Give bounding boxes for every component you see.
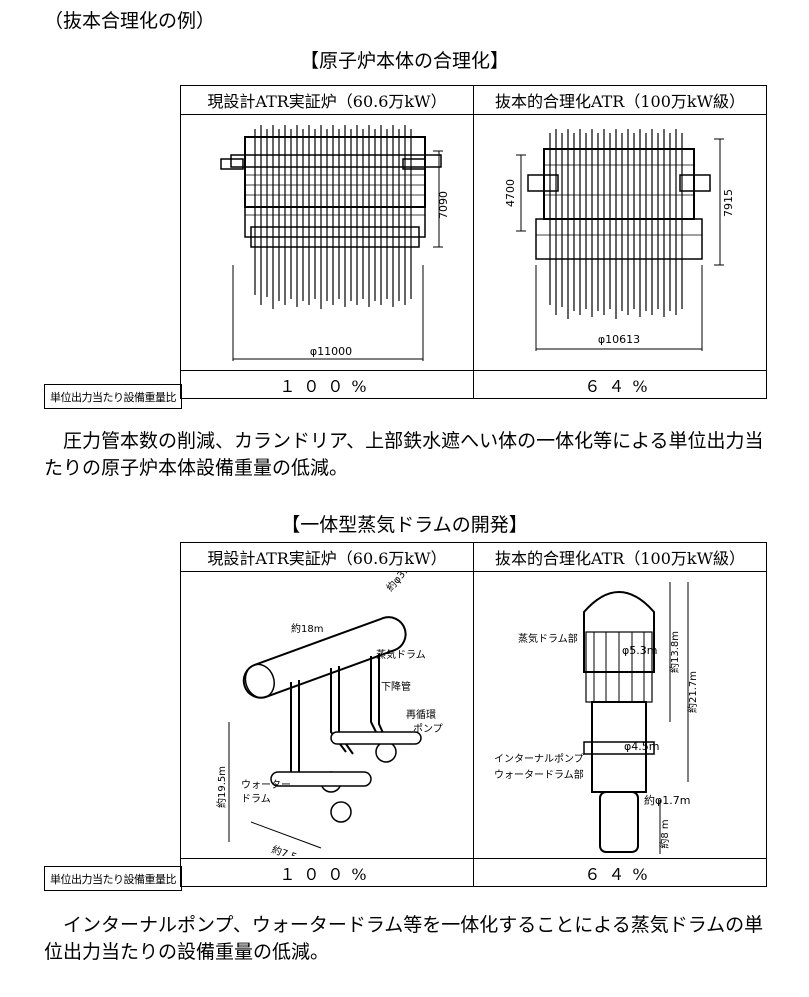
steam-drum-current-pump-label: ポンプ (413, 723, 443, 735)
steam-drum-current-width-label: 約7.5m (270, 843, 308, 856)
section2-caption: インターナルポンプ、ウォータードラム等を一体化することによる蒸気ドラムの単位出力… (44, 914, 764, 963)
steam-drum-current-diagram: 約18m 約φ3.6m 蒸気ドラム 下降管 再循環 ポンプ ウォーター ドラム … (215, 572, 443, 856)
section1-fig-right-cell: 4700 7915 φ10613 (473, 114, 767, 371)
section1-col-right-header: 抜本的合理化ATR（100万kW級） (473, 85, 767, 115)
section2-col-left-header: 現設計ATR実証炉（60.6万kW） (180, 542, 474, 572)
steam-drum-improved-diagram: 蒸気ドラム部 φ5.3m 約13.8m φ4.5m インターナルポンプ 約21.… (494, 582, 699, 854)
steam-drum-current-diameter-label: 約φ3.6m (383, 572, 420, 594)
steam-drum-improved-part-label: 蒸気ドラム部 (518, 632, 578, 645)
reactor-current-height-label: 7090 (437, 191, 450, 219)
section2-fig-left-cell: 約18m 約φ3.6m 蒸気ドラム 下降管 再循環 ポンプ ウォーター ドラム … (180, 571, 474, 859)
reactor-current-diagram: 7090 φ11000 (220, 125, 450, 361)
reactor-current-diameter-label: φ11000 (310, 345, 352, 358)
steam-drum-improved-h2-label: 約21.7m (686, 671, 699, 713)
steam-drum-current-length-label: 約18m (291, 622, 323, 635)
section2-value-left: １００% (180, 858, 474, 887)
steam-drum-improved-h3-label: 約8 m (658, 819, 671, 848)
reactor-improved-diagram: 4700 7915 φ10613 (504, 129, 735, 351)
steam-drum-improved-water-drum-label: ウォータードラム部 (494, 768, 584, 781)
section2-value-right: ６４% (473, 858, 767, 887)
section1-fig-left-cell: 7090 φ11000 (180, 114, 474, 371)
steam-drum-current-downcomer-label: 下降管 (381, 680, 411, 693)
steam-drum-current-drum-label: 蒸気ドラム (376, 648, 426, 661)
section2-fig-right-cell: 蒸気ドラム部 φ5.3m 約13.8m φ4.5m インターナルポンプ 約21.… (473, 571, 767, 859)
steam-drum-improved-d1-label: φ5.3m (622, 644, 657, 657)
steam-drum-current-drum2-label: ドラム (241, 793, 271, 805)
steam-drum-improved-d3-label: 約φ1.7m (644, 793, 690, 807)
steam-drum-improved-h1-label: 約13.8m (668, 631, 681, 673)
steam-drum-current-water-label: ウォーター (241, 779, 291, 791)
section1-col-left-header: 現設計ATR実証炉（60.6万kW） (180, 85, 474, 115)
section2-title: 【一体型蒸気ドラムの開発】 (281, 514, 528, 536)
section2-col-right-header: 抜本的合理化ATR（100万kW級） (473, 542, 767, 572)
section2-row-label: 単位出力当たり設備重量比 (44, 866, 182, 891)
section1-table: 現設計ATR実証炉（60.6万kW） 抜本的合理化ATR（100万kW級） (180, 85, 767, 399)
steam-drum-current-recirc-label: 再循環 (406, 708, 436, 721)
section1-value-left: １００% (180, 370, 474, 399)
section1-value-right: ６４% (473, 370, 767, 399)
reactor-improved-outer-height-label: 7915 (722, 189, 735, 217)
reactor-improved-inner-height-label: 4700 (504, 179, 517, 207)
section1-caption: 圧力管本数の削減、カランドリア、上部鉄水遮へい体の一体化等による単位出力当たりの… (44, 430, 764, 479)
intro-label: （抜本合理化の例） (44, 10, 216, 32)
steam-drum-current-height-label: 約19.5m (215, 766, 228, 808)
section1-title: 【原子炉本体の合理化】 (299, 50, 509, 72)
section1-row-label: 単位出力当たり設備重量比 (44, 384, 182, 409)
reactor-improved-diameter-label: φ10613 (598, 333, 640, 346)
section2-table: 現設計ATR実証炉（60.6万kW） 抜本的合理化ATR（100万kW級） (180, 542, 767, 887)
steam-drum-improved-d2-label: φ4.5m (624, 740, 659, 753)
steam-drum-improved-pump-label: インターナルポンプ (494, 753, 584, 765)
